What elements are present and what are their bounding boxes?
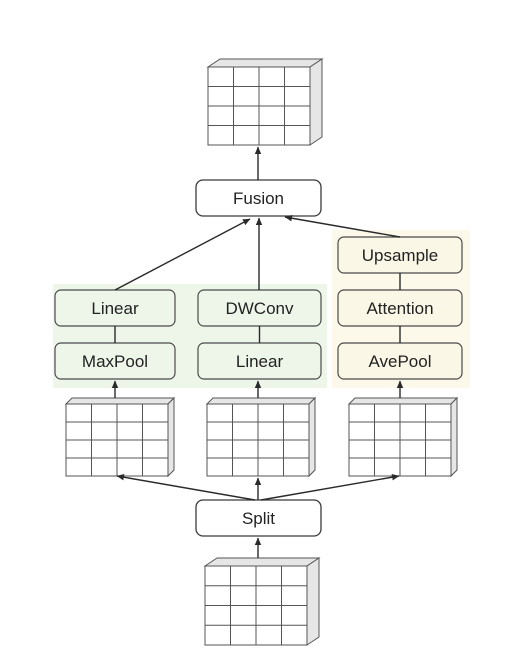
branch1-top-label: Linear bbox=[91, 299, 139, 318]
branch1-linear-node: Linear bbox=[54, 289, 176, 327]
fusion-node: Fusion bbox=[195, 179, 322, 217]
branch2-bottom-label: Linear bbox=[236, 352, 284, 371]
input-tensor-icon bbox=[203, 557, 321, 646]
branch2-top-label: DWConv bbox=[225, 299, 294, 318]
arrows bbox=[111, 146, 404, 558]
arrow-branch3-to-fusion bbox=[284, 215, 401, 238]
branch2-dwconv-node: DWConv bbox=[197, 289, 322, 327]
branch3-attention-node: Attention bbox=[337, 289, 463, 327]
branch1-tensor-icon bbox=[64, 396, 176, 478]
fusion-label: Fusion bbox=[233, 189, 284, 208]
arrow-split-to-branch1 bbox=[116, 474, 256, 501]
output-tensor-icon bbox=[206, 58, 324, 146]
branch3-upsample-node: Upsample bbox=[337, 236, 463, 274]
branch3-mid-label: Attention bbox=[366, 299, 433, 318]
arrow-branch1-to-fusion bbox=[114, 218, 251, 291]
branch3-top-label: Upsample bbox=[362, 246, 439, 265]
branch3-bottom-label: AvePool bbox=[368, 352, 431, 371]
split-node: Split bbox=[195, 499, 322, 537]
branch3-tensor-icon bbox=[347, 396, 459, 478]
branch3-avepool-node: AvePool bbox=[337, 342, 463, 380]
branch2-linear-node: Linear bbox=[197, 342, 322, 380]
branch1-maxpool-node: MaxPool bbox=[54, 342, 176, 380]
arrow-split-to-branch3 bbox=[260, 474, 400, 501]
branch1-bottom-label: MaxPool bbox=[82, 352, 148, 371]
split-label: Split bbox=[242, 509, 275, 528]
branch2-tensor-icon bbox=[205, 396, 317, 478]
